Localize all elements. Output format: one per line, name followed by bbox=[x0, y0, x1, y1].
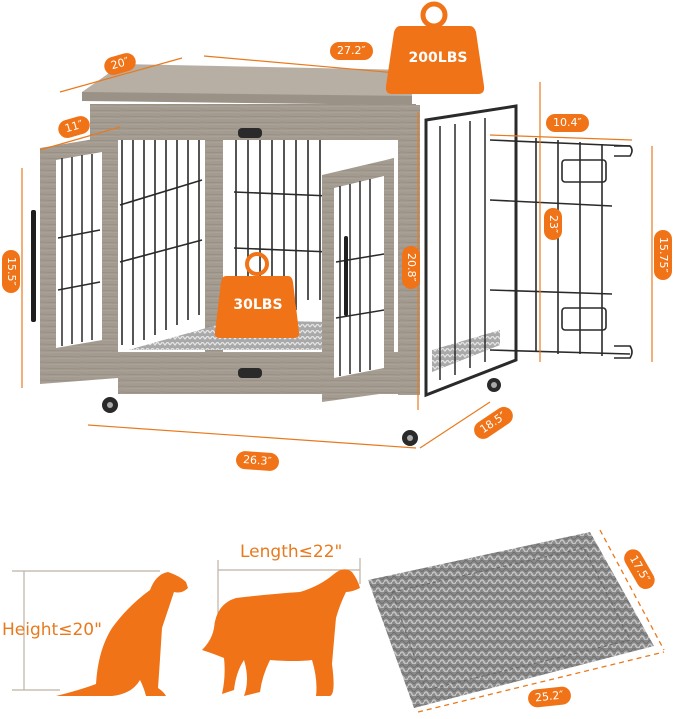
weight-200lbs-icon bbox=[385, 1, 485, 94]
weight-30-text: 30LBS bbox=[233, 297, 283, 313]
base-width-label: 26.3″ bbox=[235, 450, 280, 472]
bed-mat bbox=[368, 532, 654, 708]
inner-height-label: 20.8″ bbox=[402, 246, 420, 289]
caster-wheel-icon bbox=[102, 378, 501, 446]
bone-latch-bottom-icon bbox=[238, 368, 262, 378]
dog-length-limit: Length≤22" bbox=[240, 542, 343, 562]
side-door-panel bbox=[489, 138, 633, 359]
dog-height-limit: Height≤20" bbox=[2, 620, 102, 640]
standing-dog-icon bbox=[202, 569, 360, 696]
weight-30lbs-icon bbox=[214, 252, 300, 338]
overall-height-label: 23″ bbox=[544, 208, 562, 241]
top-width-label: 27.2″ bbox=[330, 42, 373, 60]
dog-guide-lines bbox=[12, 558, 361, 691]
bone-latch-icon bbox=[238, 128, 262, 138]
weight-200-text: 200LBS bbox=[408, 50, 468, 66]
side-door-height-label: 15.75″ bbox=[654, 230, 672, 280]
door-handle-icon bbox=[31, 210, 36, 322]
sitting-dog-icon bbox=[56, 572, 188, 696]
side-door-width-label: 10.4″ bbox=[546, 114, 589, 132]
door-height-label: 15.5″ bbox=[2, 250, 20, 293]
